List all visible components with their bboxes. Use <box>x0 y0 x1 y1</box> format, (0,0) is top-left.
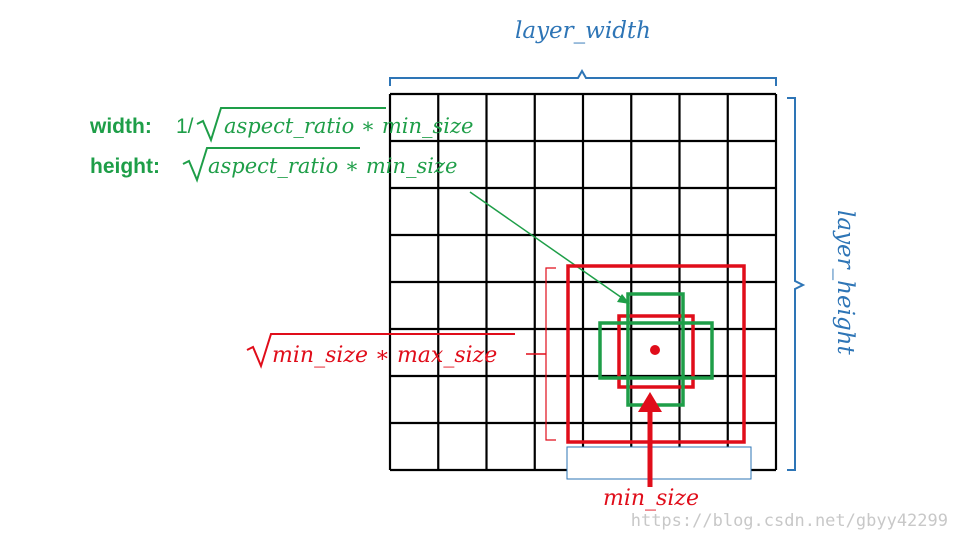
big-sqrt-sign <box>246 333 515 369</box>
watermark-text: https://blog.csdn.net/gbyy42299 <box>631 511 948 531</box>
width-expr: aspect_ratio ∗ min_size <box>224 114 474 138</box>
small-red-box <box>617 314 695 389</box>
min-size-arrowhead-icon <box>638 392 662 412</box>
layer-height-brace <box>787 97 806 471</box>
min-size-label: min_size <box>603 486 699 511</box>
height-expr: aspect_ratio ∗ min_size <box>208 154 458 178</box>
width-sqrt-sign <box>196 107 386 143</box>
feature-map-grid <box>388 92 778 472</box>
width-prefix: width: <box>89 115 152 138</box>
green-pointer-arrow <box>469 191 626 301</box>
anchor-center-dot <box>650 345 660 355</box>
sqrt-min-max-label: min_size ∗ max_size <box>272 343 497 368</box>
height-prefix: height: <box>90 155 160 178</box>
layer-width-label: layer_width <box>515 18 651 44</box>
min-size-label-box <box>566 446 752 480</box>
sqrt-size-bracket <box>545 267 556 441</box>
width-expr-lead: 1/ <box>176 115 194 138</box>
layer-width-brace <box>389 68 777 86</box>
large-red-box <box>566 264 746 444</box>
height-sqrt-sign <box>182 147 360 183</box>
green-wide-box <box>598 321 714 380</box>
layer-height-label: layer_height <box>832 210 858 355</box>
